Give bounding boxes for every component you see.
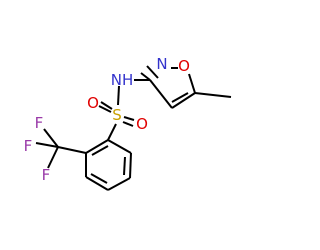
bond-benz-2-3-double	[123, 156, 126, 176]
bond-ring-c5-c4	[171, 92, 196, 109]
bond-methyl	[194, 92, 232, 98]
atom-f1: F	[35, 114, 44, 132]
bond-benz-6-1-double	[91, 145, 109, 156]
bond-ring-c4-c3	[149, 79, 173, 109]
bond-benz-4-5	[85, 176, 109, 191]
bond-s-o1	[98, 105, 112, 113]
bond-benz-1-2	[107, 139, 132, 154]
bond-benz-2-3	[129, 152, 132, 179]
atom-nh: NH	[111, 71, 134, 89]
bond-ring-o-c5	[188, 73, 196, 94]
bond-ring-n-c3-double	[146, 65, 159, 79]
structure-svg: NH N O S O O F F F	[24, 55, 232, 191]
atom-o-sulfonyl-1: O	[87, 94, 99, 112]
bond-ring-c5-c4-double	[171, 92, 189, 103]
bond-c-f1	[43, 128, 59, 148]
bond-s-o1-double	[100, 101, 113, 110]
bond-s-o2	[123, 116, 135, 121]
bond-benz-cf3	[57, 146, 87, 154]
bond-benz-6-1	[85, 139, 109, 154]
bond-c-f2	[35, 142, 59, 148]
bond-benz-3-4	[107, 177, 131, 191]
bond-c-f3	[47, 146, 59, 169]
bond-s-benzene	[107, 123, 117, 141]
atom-n-ring: N	[156, 55, 167, 73]
bond-ring-n-c3	[140, 72, 151, 81]
atom-f2: F	[24, 137, 33, 155]
atom-o-ring: O	[178, 57, 190, 75]
bond-benz-4-5-double	[90, 173, 108, 184]
atom-o-sulfonyl-2: O	[136, 115, 148, 133]
atom-labels: NH N O S O O F F F	[24, 55, 190, 184]
bond-s-o2-double	[122, 121, 134, 127]
molecule-diagram: NH N O S O O F F F	[24, 55, 232, 191]
bond-nh-s	[117, 85, 120, 106]
atom-s: S	[112, 106, 122, 124]
bonds	[35, 65, 232, 191]
atom-f3: F	[42, 166, 51, 184]
